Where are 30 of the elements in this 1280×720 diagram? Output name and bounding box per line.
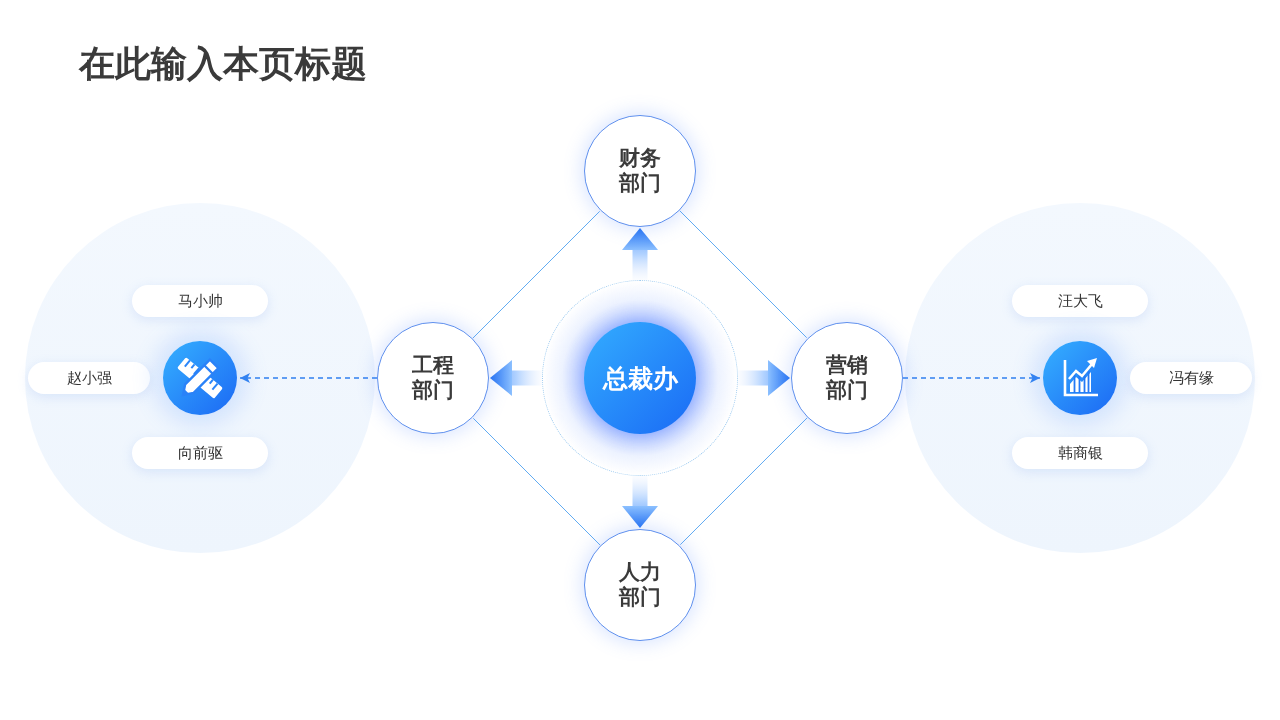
department-circle [377, 322, 489, 434]
name-pill [1130, 362, 1252, 394]
ruler-pencil-icon [163, 341, 237, 415]
connector-line [679, 417, 808, 546]
connector-line [679, 210, 808, 339]
arrow [622, 228, 658, 280]
page-title: 在此输入本页标题 [79, 42, 367, 86]
department-circle [791, 322, 903, 434]
name-pill [132, 285, 268, 317]
department-label: 营销部门 [824, 352, 869, 404]
name-pill [132, 437, 268, 469]
name-pill [1012, 285, 1148, 317]
department-label: 工程部门 [410, 352, 455, 404]
arrow [622, 476, 658, 528]
name-pill [28, 362, 150, 394]
person-name: 汪大飞 [1057, 291, 1103, 311]
connector-line [472, 417, 601, 546]
person-name: 向前驱 [177, 443, 223, 463]
arrow [738, 360, 790, 396]
name-pill [1012, 437, 1148, 469]
person-name: 赵小强 [66, 368, 112, 388]
arrow [490, 360, 542, 396]
person-name: 马小帅 [177, 291, 223, 311]
center-label: 总裁办 [602, 362, 678, 395]
department-label: 财务部门 [617, 145, 662, 197]
connector-line [472, 210, 601, 339]
chart-icon [1043, 341, 1117, 415]
department-label: 人力部门 [617, 559, 662, 611]
person-name: 韩商银 [1057, 443, 1103, 463]
person-name: 冯有缘 [1168, 368, 1214, 388]
